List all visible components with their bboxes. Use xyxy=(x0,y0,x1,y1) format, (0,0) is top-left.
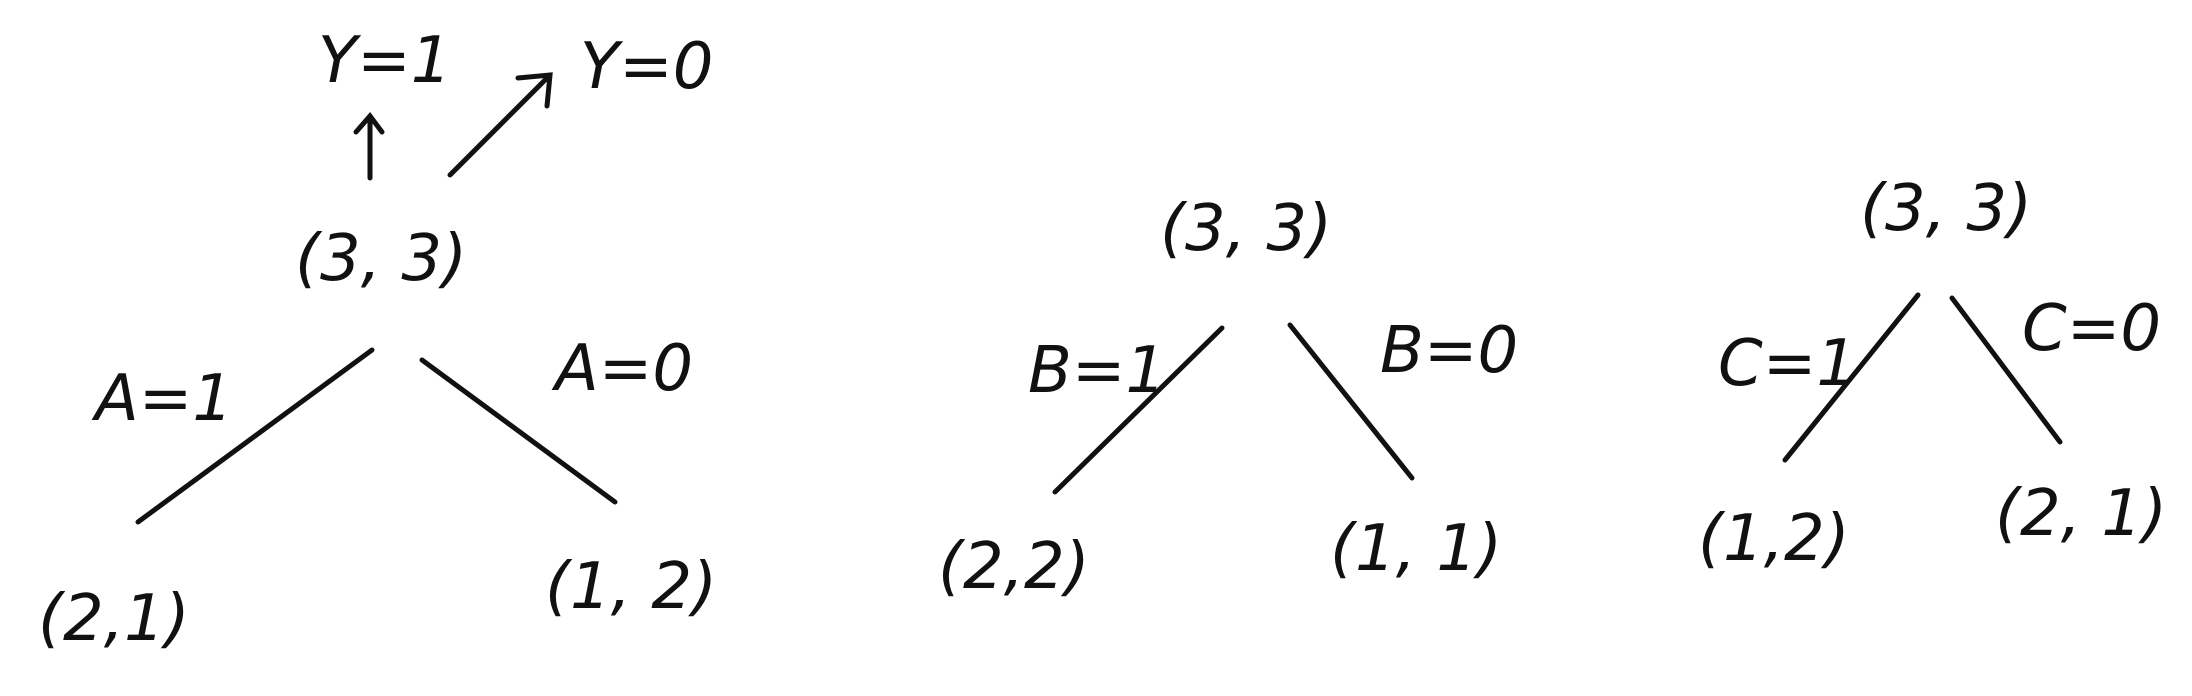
tree-c: (3, 3) C=1 C=0 (1,2) (2, 1) xyxy=(1698,172,2167,576)
tree-b-leaf-left: (2,2) xyxy=(938,530,1090,604)
tree-c-branch-label-right: C=0 xyxy=(2022,292,2161,366)
tree-c-root-node: (3, 3) xyxy=(1860,172,2032,246)
tree-a-branch-label-right: A=0 xyxy=(551,332,693,406)
tree-b-branch-label-right: B=0 xyxy=(1380,314,1518,388)
tree-a-branch-label-left: A=1 xyxy=(91,362,233,436)
tree-a-leaf-right: (1, 2) xyxy=(545,550,717,624)
tree-a-leaf-left: (2,1) xyxy=(38,582,190,656)
tree-b-leaf-right: (1, 1) xyxy=(1330,512,1502,586)
output-arrow-up-head xyxy=(353,112,385,135)
output-arrow-diagonal-head xyxy=(515,72,553,109)
tree-b: (3, 3) B=1 B=0 (2,2) (1, 1) xyxy=(938,192,1518,604)
tree-a-root-node: (3, 3) xyxy=(295,222,467,296)
tree-b-root-node: (3, 3) xyxy=(1160,192,1332,266)
tree-c-edge-left xyxy=(1782,292,1921,463)
tree-c-edge-right xyxy=(1949,295,2063,445)
tree-b-edge-right xyxy=(1287,322,1415,481)
output-label-y0: Y=0 xyxy=(580,30,713,104)
tree-b-branch-label-left: B=1 xyxy=(1028,334,1166,408)
tree-a-edge-left xyxy=(135,347,375,525)
tree-c-leaf-left: (1,2) xyxy=(1698,502,1850,576)
output-arrow-diagonal xyxy=(447,74,551,178)
tree-c-branch-label-left: C=1 xyxy=(1718,327,1857,401)
output-label-y1: Y=1 xyxy=(318,24,451,98)
tree-a-edge-right xyxy=(419,357,618,505)
tree-a: Y=1 Y=0 (3, 3) A=1 A=0 (2,1) (1, 2) xyxy=(38,24,717,656)
tree-c-leaf-right: (2, 1) xyxy=(1995,477,2167,551)
tree-b-edge-left xyxy=(1052,325,1225,495)
